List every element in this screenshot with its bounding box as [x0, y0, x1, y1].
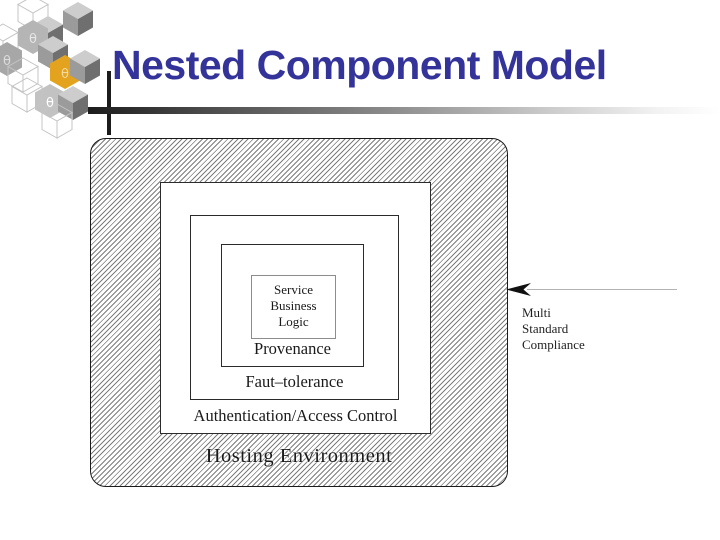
- layer-label: Provenance: [254, 339, 331, 358]
- svg-text:θ: θ: [3, 54, 11, 69]
- svg-text:θ: θ: [29, 32, 37, 47]
- svg-text:θ: θ: [61, 67, 69, 82]
- core-label-line: Business: [270, 298, 317, 313]
- layer-fault-tolerance: Faut–tolerance Provenance Service Busine…: [190, 215, 399, 400]
- core-label-line: Service: [274, 282, 313, 297]
- isometric-cubes-logo-icon: θ θ θ θ: [0, 0, 100, 139]
- pointer-annotation: Multi Standard Compliance: [522, 305, 585, 353]
- left-arrow-icon: [506, 283, 677, 296]
- core-label-line: Logic: [278, 314, 309, 329]
- layer-service-business-logic: Service Business Logic: [251, 275, 336, 339]
- annotation-line: Standard: [522, 321, 569, 336]
- annotation-line: Multi: [522, 305, 551, 320]
- layer-authentication-access-control: Authentication/Access Control Faut–toler…: [160, 182, 431, 434]
- layer-label: Hosting Environment: [205, 445, 393, 467]
- title-accent-vertical-line: [107, 71, 111, 135]
- title-underline-gradient-rule: [88, 107, 720, 114]
- layer-provenance: Provenance Service Business Logic: [221, 244, 364, 367]
- layer-label: Authentication/Access Control: [193, 406, 398, 425]
- layer-label: Faut–tolerance: [245, 372, 344, 391]
- annotation-line: Compliance: [522, 337, 585, 352]
- layer-hosting-environment: Hosting Environment Authentication/Acces…: [90, 138, 508, 487]
- svg-text:θ: θ: [46, 96, 54, 111]
- page-title: Nested Component Model: [112, 42, 607, 88]
